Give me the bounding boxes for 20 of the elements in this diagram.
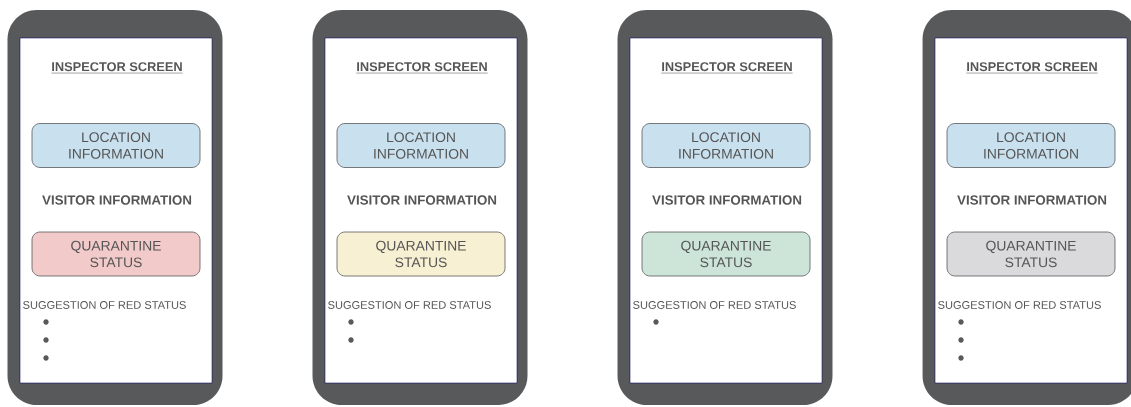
heading: INSPECTOR SCREEN <box>51 62 183 74</box>
section-label: VISITOR INFORMATION <box>42 195 192 205</box>
heading: INSPECTOR SCREEN <box>356 62 488 74</box>
status-box: QUARANTINE STATUS <box>641 231 811 277</box>
section-label: VISITOR INFORMATION <box>957 195 1107 205</box>
status-box: QUARANTINE STATUS <box>31 231 201 277</box>
info-box: LOCATION INFORMATION <box>641 123 811 168</box>
section-label: VISITOR INFORMATION <box>347 195 497 205</box>
heading: INSPECTOR SCREEN <box>966 62 1098 74</box>
heading: INSPECTOR SCREEN <box>661 62 793 74</box>
section-label: SUGGESTION OF RED STATUS <box>328 301 491 309</box>
info-box: LOCATION INFORMATION <box>336 123 506 168</box>
info-box: LOCATION INFORMATION <box>31 123 201 168</box>
section-label: SUGGESTION OF RED STATUS <box>938 301 1101 309</box>
section-label: SUGGESTION OF RED STATUS <box>633 301 796 309</box>
info-box: LOCATION INFORMATION <box>946 123 1116 168</box>
status-box: QUARANTINE STATUS <box>336 231 506 277</box>
status-box: QUARANTINE STATUS <box>946 231 1116 277</box>
section-label: VISITOR INFORMATION <box>652 195 802 205</box>
section-label: SUGGESTION OF RED STATUS <box>23 301 186 309</box>
